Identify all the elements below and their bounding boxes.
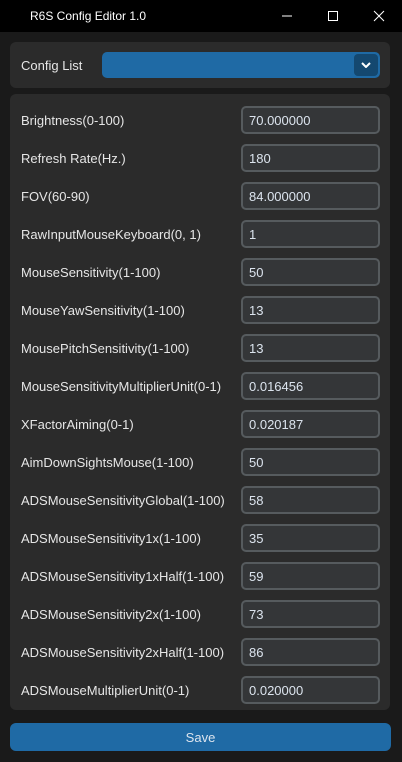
close-icon: [373, 10, 385, 22]
setting-row: Refresh Rate(Hz.): [10, 144, 390, 172]
setting-label-xfactor-aiming: XFactorAiming(0-1): [21, 417, 134, 432]
setting-label-ads-2x-half: ADSMouseSensitivity2xHalf(1-100): [21, 645, 225, 660]
setting-label-ads-multiplier-unit: ADSMouseMultiplierUnit(0-1): [21, 683, 190, 698]
save-button[interactable]: Save: [10, 723, 391, 751]
config-panel: Config List: [10, 42, 390, 88]
setting-label-brightness: Brightness(0-100): [21, 113, 125, 128]
ads-sensitivity-1x-input[interactable]: [241, 524, 380, 552]
setting-label-ads-1x-half: ADSMouseSensitivity1xHalf(1-100): [21, 569, 225, 584]
config-list-dropdown[interactable]: [102, 52, 380, 78]
setting-label-multiplier-unit: MouseSensitivityMultiplierUnit(0-1): [21, 379, 222, 394]
settings-panel: Brightness(0-100) Refresh Rate(Hz.) FOV(…: [10, 94, 390, 710]
setting-row: ADSMouseMultiplierUnit(0-1): [10, 676, 390, 704]
setting-label-mouse-pitch: MousePitchSensitivity(1-100): [21, 341, 190, 356]
close-button[interactable]: [356, 0, 402, 32]
setting-row: ADSMouseSensitivity1x(1-100): [10, 524, 390, 552]
setting-label-ads-1x: ADSMouseSensitivity1x(1-100): [21, 531, 201, 546]
refresh-rate-input[interactable]: [241, 144, 380, 172]
setting-row: FOV(60-90): [10, 182, 390, 210]
mouse-sensitivity-input[interactable]: [241, 258, 380, 286]
maximize-button[interactable]: [310, 0, 356, 32]
setting-row: MouseSensitivity(1-100): [10, 258, 390, 286]
ads-mouse-multiplier-unit-input[interactable]: [241, 676, 380, 704]
ads-sensitivity-1x-half-input[interactable]: [241, 562, 380, 590]
ads-sensitivity-2x-half-input[interactable]: [241, 638, 380, 666]
setting-label-ads-2x: ADSMouseSensitivity2x(1-100): [21, 607, 201, 622]
xfactor-aiming-input[interactable]: [241, 410, 380, 438]
setting-row: ADSMouseSensitivity1xHalf(1-100): [10, 562, 390, 590]
setting-row: ADSMouseSensitivity2xHalf(1-100): [10, 638, 390, 666]
ads-sensitivity-global-input[interactable]: [241, 486, 380, 514]
brightness-input[interactable]: [241, 106, 380, 134]
maximize-icon: [328, 11, 338, 21]
title-bar: R6S Config Editor 1.0: [0, 0, 402, 32]
setting-row: MouseSensitivityMultiplierUnit(0-1): [10, 372, 390, 400]
setting-label-aim-down-sights: AimDownSightsMouse(1-100): [21, 455, 194, 470]
setting-row: Brightness(0-100): [10, 106, 390, 134]
setting-row: XFactorAiming(0-1): [10, 410, 390, 438]
setting-label-ads-global: ADSMouseSensitivityGlobal(1-100): [21, 493, 225, 508]
dropdown-arrow-button[interactable]: [354, 54, 378, 76]
config-list-label: Config List: [21, 58, 83, 73]
setting-row: MousePitchSensitivity(1-100): [10, 334, 390, 362]
mouse-yaw-sensitivity-input[interactable]: [241, 296, 380, 324]
mouse-sensitivity-multiplier-input[interactable]: [241, 372, 380, 400]
setting-row: ADSMouseSensitivity2x(1-100): [10, 600, 390, 628]
raw-input-mouse-keyboard-input[interactable]: [241, 220, 380, 248]
setting-label-raw-input: RawInputMouseKeyboard(0, 1): [21, 227, 201, 242]
setting-label-refresh-rate: Refresh Rate(Hz.): [21, 151, 126, 166]
setting-label-mouse-sensitivity: MouseSensitivity(1-100): [21, 265, 161, 280]
chevron-down-icon: [361, 62, 371, 68]
minimize-icon: [282, 15, 292, 17]
setting-row: ADSMouseSensitivityGlobal(1-100): [10, 486, 390, 514]
fov-input[interactable]: [241, 182, 380, 210]
setting-row: RawInputMouseKeyboard(0, 1): [10, 220, 390, 248]
setting-row: MouseYawSensitivity(1-100): [10, 296, 390, 324]
mouse-pitch-sensitivity-input[interactable]: [241, 334, 380, 362]
setting-label-mouse-yaw: MouseYawSensitivity(1-100): [21, 303, 185, 318]
minimize-button[interactable]: [264, 0, 310, 32]
ads-sensitivity-2x-input[interactable]: [241, 600, 380, 628]
window-title: R6S Config Editor 1.0: [30, 9, 147, 23]
setting-row: AimDownSightsMouse(1-100): [10, 448, 390, 476]
aim-down-sights-mouse-input[interactable]: [241, 448, 380, 476]
setting-label-fov: FOV(60-90): [21, 189, 90, 204]
